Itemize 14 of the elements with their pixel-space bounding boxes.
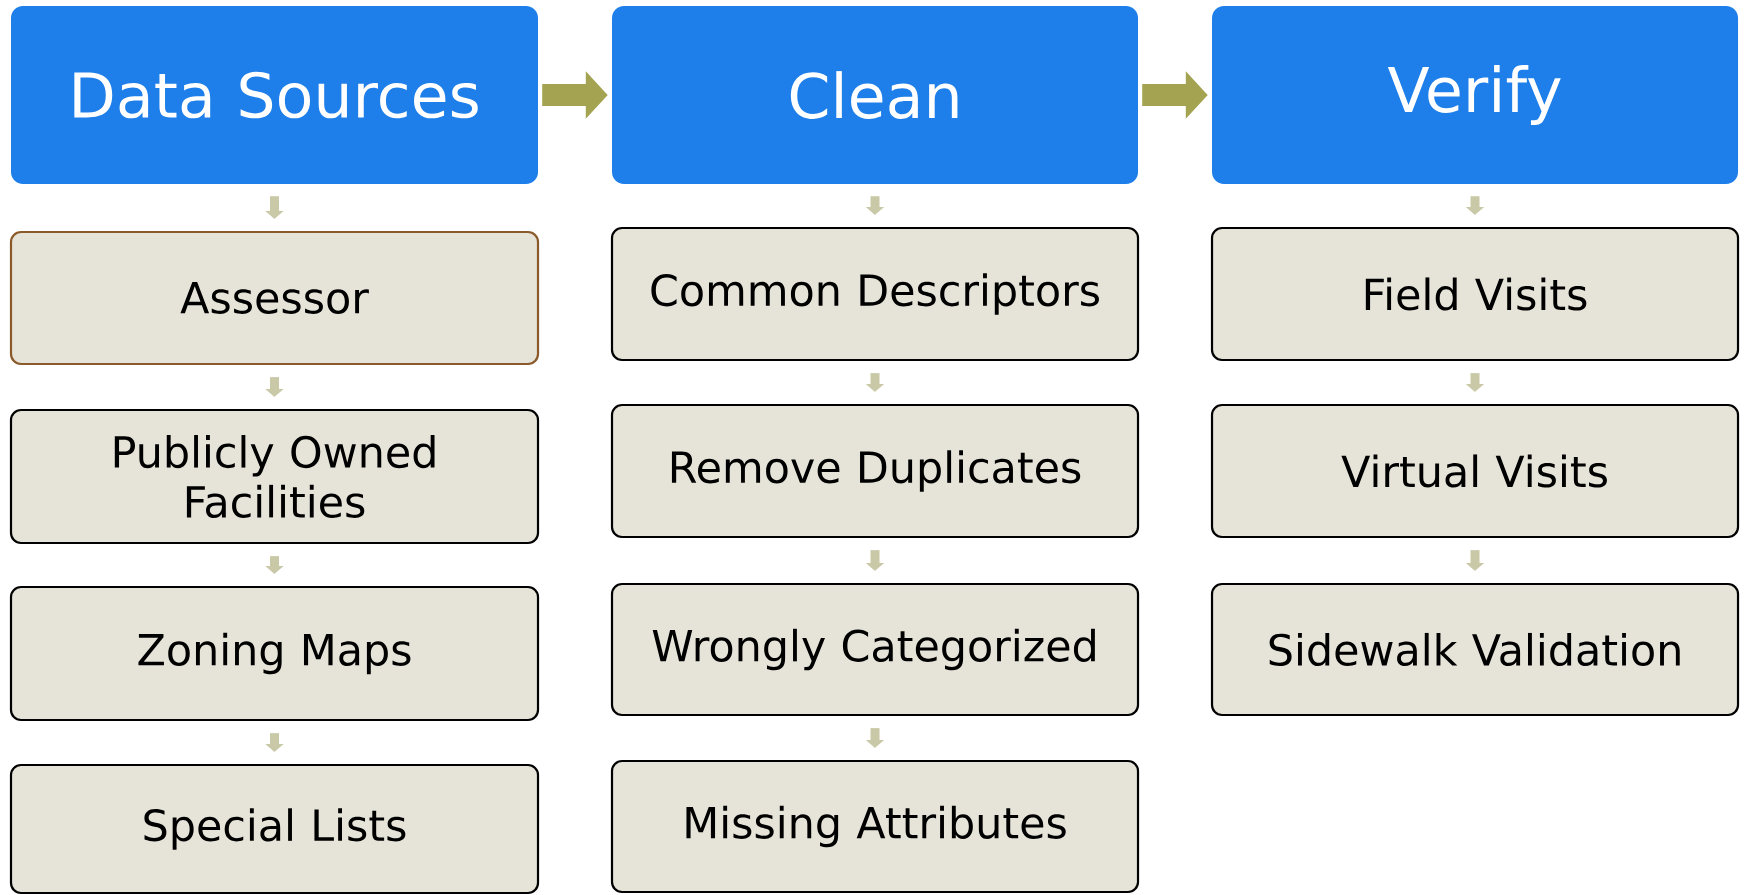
step-header-box: Data Sources (11, 6, 538, 184)
process-box: Wrongly Categorized (610, 582, 1140, 717)
step-header-box: Clean (612, 6, 1138, 184)
process-box: Special Lists (9, 763, 540, 895)
process-box: Common Descriptors (610, 226, 1140, 362)
process-box: Publicly Owned Facilities (9, 408, 540, 545)
process-box: Field Visits (1210, 226, 1740, 362)
process-box: Zoning Maps (9, 585, 540, 722)
process-box: Assessor (9, 230, 540, 366)
process-box: Remove Duplicates (610, 403, 1140, 539)
process-box: Virtual Visits (1210, 403, 1740, 539)
process-box: Missing Attributes (610, 759, 1140, 894)
step-header-box: Verify (1212, 6, 1738, 184)
process-box: Sidewalk Validation (1210, 582, 1740, 717)
